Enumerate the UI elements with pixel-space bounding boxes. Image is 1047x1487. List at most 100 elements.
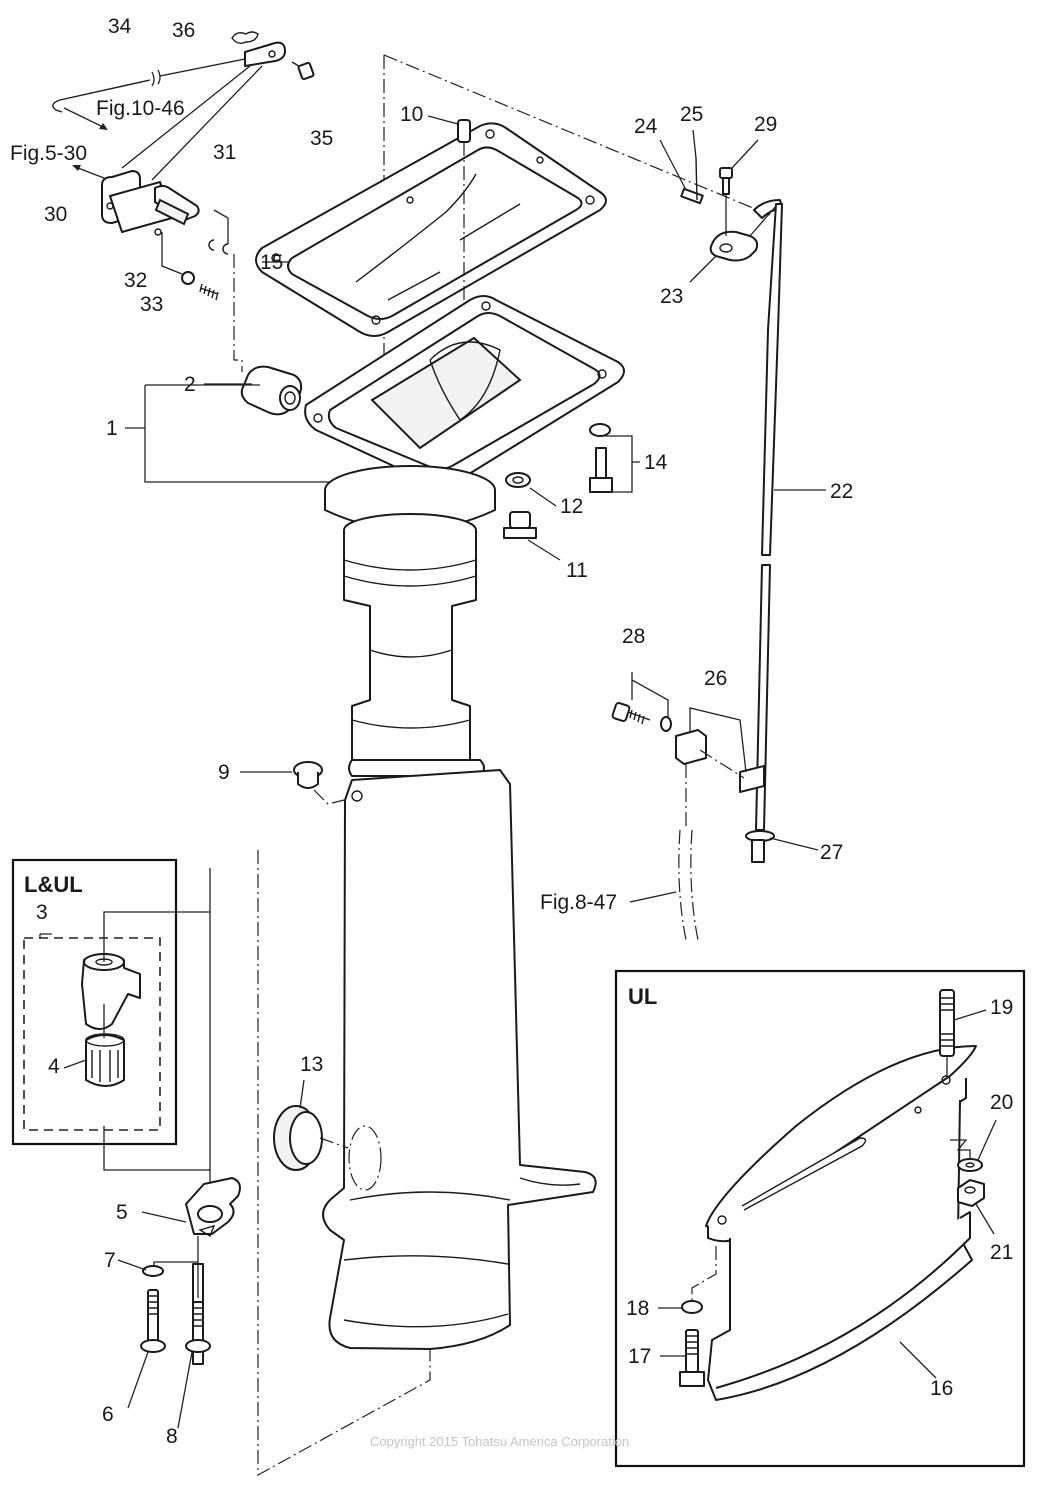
inset-label-ul: UL [628, 984, 658, 1009]
lul-inset-box [11, 858, 178, 1146]
callout-1: 1 [106, 417, 118, 440]
bolt-8 [177, 1236, 211, 1429]
clamp-26 [675, 707, 765, 830]
screw-29 [719, 167, 733, 236]
bolt-35 [291, 61, 315, 81]
ball-lead [161, 232, 183, 275]
lead-16 [899, 1341, 937, 1379]
lead-29 [731, 139, 759, 169]
callout-3: 3 [36, 901, 48, 924]
spring-33 [199, 283, 219, 301]
plate-5 [141, 1177, 241, 1238]
water-intake-outline [348, 1125, 382, 1191]
callout-30: 30 [44, 203, 68, 226]
callout-35: 35 [310, 127, 334, 150]
fig10-arrowhead [99, 123, 108, 130]
nut-21 [957, 1179, 995, 1235]
dowel-pin-10 [457, 119, 471, 400]
lead-12 [529, 487, 557, 507]
callout-11: 11 [566, 559, 588, 582]
washer-20 [957, 1158, 983, 1172]
fig-ref-10-46[interactable]: Fig.10-46 [96, 97, 185, 120]
callout-28: 28 [622, 625, 646, 648]
bolt-24 [680, 187, 704, 205]
clip-36 [231, 31, 259, 45]
lead-28 [631, 672, 669, 718]
lead-25 [692, 129, 697, 159]
shift-rod-34 [52, 57, 251, 113]
lead-24 [659, 139, 687, 191]
phantom-frame-lower [257, 850, 431, 1477]
bushing-2 [240, 365, 303, 416]
lever-guide-lines [121, 65, 263, 181]
callout-17: 17 [628, 1345, 652, 1368]
shift-bracket-30 [101, 170, 200, 236]
callout-31: 31 [213, 141, 237, 164]
lead-1 [125, 384, 330, 483]
grommet-9 [240, 761, 345, 805]
lead-7 [117, 1259, 198, 1271]
callout-16: 16 [930, 1377, 954, 1400]
bolt-28 [611, 702, 672, 732]
callout-14: 14 [644, 451, 668, 474]
copyright-notice: Copyright 2015 Tohatsu America Corporati… [370, 1434, 630, 1449]
callout-9: 9 [218, 761, 230, 784]
grommet-13 [273, 1079, 349, 1171]
rubber-seal-4 [85, 1033, 125, 1087]
lead-27 [769, 837, 819, 851]
callout-36: 36 [172, 19, 196, 42]
rod-joint-23 [709, 205, 777, 262]
callout-33: 33 [140, 293, 164, 316]
lever-pin-hole [268, 50, 276, 58]
bolt-17 [660, 1329, 705, 1387]
part-3-assembly-box [23, 937, 161, 1131]
callout-12: 12 [560, 495, 584, 518]
fig-ref-5-30[interactable]: Fig.5-30 [10, 142, 88, 165]
callout-4: 4 [48, 1055, 60, 1078]
fig5-arrowhead [72, 165, 81, 171]
callout-29: 29 [754, 113, 778, 136]
shift-lever [244, 41, 286, 67]
lead-18-route [691, 1246, 717, 1300]
drain-plug-11 [503, 511, 537, 539]
cable-fig8-47 [678, 829, 699, 941]
e-rings-31 [208, 209, 243, 372]
callout-6: 6 [102, 1403, 114, 1426]
callout-25: 25 [680, 103, 704, 126]
lead-fig8-47 [629, 891, 677, 903]
lead-4 [63, 1059, 87, 1069]
callout-34: 34 [108, 15, 132, 38]
water-pipe-grommet-3 [81, 953, 141, 1030]
inset-label-lul: L&UL [24, 872, 83, 897]
washer-12 [505, 472, 531, 488]
callout-2: 2 [184, 373, 196, 396]
lead-20-route [950, 1139, 971, 1160]
callout-22: 22 [830, 480, 854, 503]
callout-23: 23 [660, 285, 684, 308]
washer-7 [142, 1265, 164, 1277]
lead-23 [689, 255, 717, 283]
bolt-6 [127, 1289, 166, 1409]
callout-5: 5 [116, 1201, 128, 1224]
fig10-arrow [63, 107, 106, 129]
lead-10 [427, 115, 459, 125]
callout-21: 21 [990, 1241, 1014, 1264]
pipe-routing-lines [103, 868, 211, 1210]
fig-ref-8-47[interactable]: Fig.8-47 [540, 891, 618, 914]
bolt-washer-14 [589, 423, 640, 493]
callout-20: 20 [990, 1091, 1014, 1114]
callout-32: 32 [124, 269, 148, 292]
pin-25 [695, 157, 698, 201]
ball-32 [181, 271, 195, 285]
callout-13: 13 [300, 1053, 324, 1076]
lead-3 [39, 933, 52, 938]
washer-18 [681, 1300, 703, 1314]
callout-18: 18 [626, 1297, 650, 1320]
callout-15: 15 [260, 251, 284, 274]
callout-27: 27 [820, 841, 844, 864]
shift-rod-22 [745, 199, 783, 863]
lead-11 [527, 539, 561, 561]
callout-24: 24 [634, 115, 658, 138]
ul-inset-box [614, 969, 1026, 1468]
callout-26: 26 [704, 667, 728, 690]
